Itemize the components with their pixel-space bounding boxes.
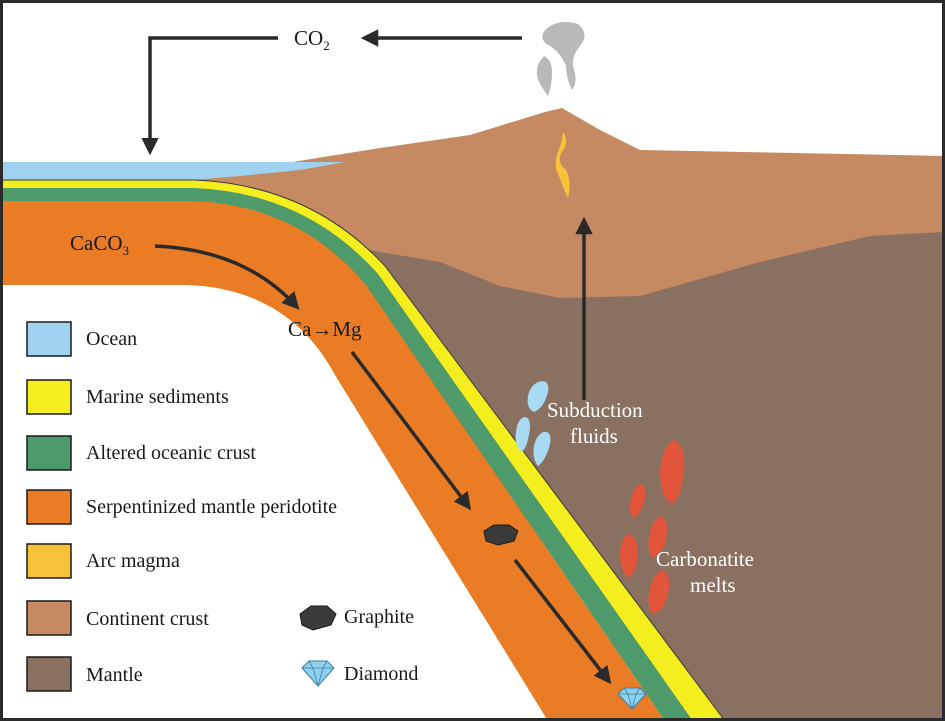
legend-label-marine-sediments: Marine sediments [86, 386, 229, 408]
arrow-camg-to-graphite [350, 350, 472, 511]
legend-label-graphite: Graphite [344, 606, 414, 628]
co2-cycle-arrows [141, 29, 612, 685]
slab-top-outline [0, 179, 726, 721]
subduction-fluids-label-line2: fluids [570, 424, 618, 448]
legend-swatch-mantle [26, 656, 72, 692]
graphite-hexagon-icon [299, 605, 337, 631]
arrow-graphite-to-diamond [513, 558, 612, 685]
carbonatite-melts-label-line2: melts [690, 573, 736, 597]
legend-label-ocean: Ocean [86, 328, 137, 350]
continent-crust-region [180, 108, 945, 298]
serpentinized-mantle-layer [0, 201, 665, 721]
carbonatite-melt-blobs [620, 440, 685, 614]
legend-swatch-serpentinized-mantle [26, 489, 72, 525]
volcanic-plume [536, 22, 585, 96]
ca-mg-label: Ca→Mg [288, 317, 362, 341]
legend-swatch-ocean [26, 321, 72, 357]
arrow-caco3-to-camg [154, 244, 300, 310]
legend-label-diamond: Diamond [344, 663, 418, 685]
legend-label-continent-crust: Continent crust [86, 608, 209, 630]
legend-label-mantle: Mantle [86, 664, 143, 686]
legend-swatch-arc-magma [26, 543, 72, 579]
legend-label-altered-oceanic-crust: Altered oceanic crust [86, 442, 256, 464]
legend-label-arc-magma: Arc magma [86, 550, 180, 572]
ocean-region [0, 162, 345, 181]
legend-swatch-marine-sediments [26, 379, 72, 415]
subduction-fluids-label-line1: Subduction [547, 398, 643, 422]
legend-label-serpentinized-mantle: Serpentinized mantle peridotite [86, 496, 337, 518]
carbonatite-melts-label-line1: Carbonatite [656, 547, 754, 571]
arc-magma-conduit [555, 132, 570, 198]
graphite-in-slab-icon [483, 524, 519, 546]
co2-label: CO2 [294, 26, 330, 53]
diamond-in-slab-icon [617, 687, 647, 711]
subduction-fluid-blobs [515, 381, 551, 466]
legend-swatch-continent-crust [26, 600, 72, 636]
arrow-co2-to-ocean [141, 36, 278, 156]
caco3-label: CaCO3 [70, 231, 129, 258]
legend: Ocean Marine sediments Altered oceanic c… [26, 321, 418, 692]
legend-swatch-altered-oceanic-crust [26, 435, 72, 471]
diamond-gem-icon [301, 660, 335, 688]
